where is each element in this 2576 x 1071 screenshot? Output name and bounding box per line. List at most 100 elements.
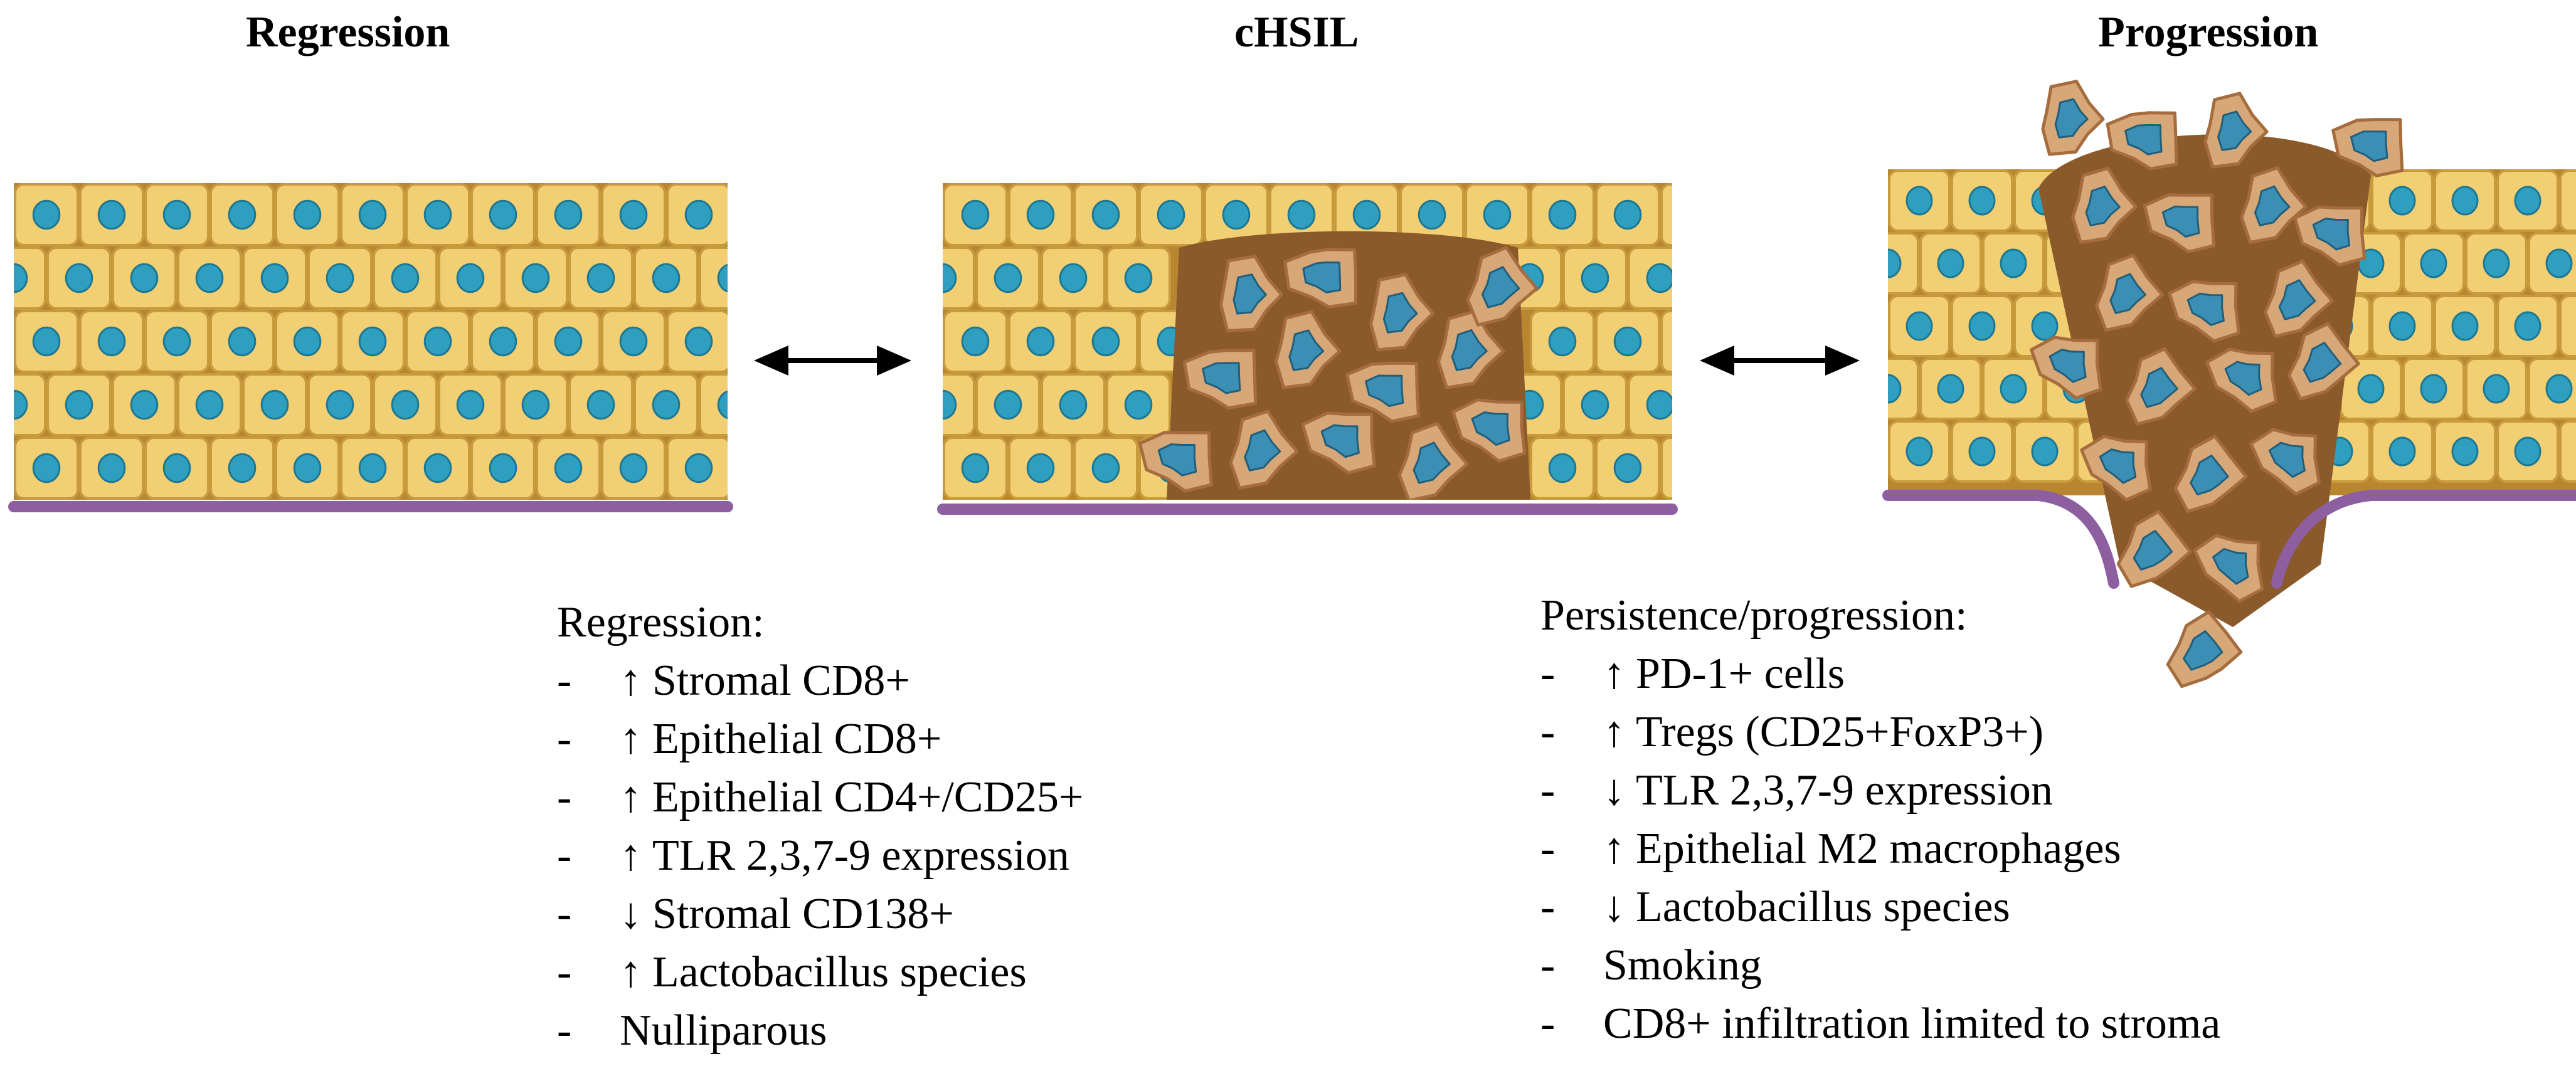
dysplastic-nucleus: [1365, 374, 1404, 408]
basement-membrane: [1882, 490, 2119, 589]
regression-factor-item: -↑Epithelial CD8+: [557, 710, 1084, 768]
progression-list-title: Persistence/progression:: [1540, 591, 1968, 640]
cell-nucleus: [961, 326, 990, 357]
cell-nucleus: [2031, 311, 2059, 341]
cell-nucleus: [2357, 374, 2385, 404]
epithelial-cell: [765, 374, 828, 435]
dysplastic-nucleus: [1157, 443, 1197, 477]
regression-factor-text: Stromal CD8+: [652, 657, 910, 705]
cell-nucleus: [717, 390, 728, 419]
regression-factor-item: -Nulliparous: [557, 1001, 1084, 1060]
cell-nucleus: [897, 201, 923, 228]
cell-nucleus: [751, 454, 777, 482]
cell-nucleus: [326, 263, 354, 293]
cell-nucleus: [2000, 374, 2027, 404]
epithelial-cell: [943, 246, 975, 310]
cell-nucleus: [1026, 199, 1055, 230]
progression-epithelium-panel: [1844, 80, 2576, 688]
list-dash: -: [557, 1006, 572, 1055]
cell-nucleus: [2000, 248, 2027, 278]
list-dash: -: [557, 657, 572, 705]
cell-nucleus: [1680, 327, 1706, 355]
progression-factor-text: TLR 2,3,7-9 expression: [1636, 766, 2053, 815]
up-arrow-icon: ↑: [620, 773, 642, 821]
dysplastic-nucleus: [2278, 279, 2316, 320]
cell-nucleus: [1157, 199, 1185, 230]
cell-nucleus: [897, 327, 923, 355]
arrowhead-left-icon: [1700, 346, 1734, 376]
epithelial-cell: [879, 184, 941, 245]
cell-nucleus: [717, 263, 728, 293]
dysplastic-nucleus: [2133, 530, 2173, 571]
cell-nucleus: [489, 199, 517, 230]
up-arrow-icon: ↑: [620, 657, 642, 705]
progression-heading: Progression: [2098, 8, 2319, 56]
cell-nucleus: [65, 263, 93, 293]
cell-nucleus: [2483, 374, 2510, 404]
list-dash: -: [557, 948, 572, 996]
dysplastic-nucleus: [2224, 361, 2262, 396]
epithelial-cell: [0, 438, 13, 499]
cell-nucleus: [97, 453, 126, 483]
epithelial-cell: [699, 373, 728, 436]
dysplastic-nucleus: [2350, 130, 2388, 162]
cell-nucleus: [2514, 186, 2542, 216]
cell-nucleus: [1968, 186, 1996, 216]
progression-factor-text: PD-1+ cells: [1636, 650, 1845, 698]
cell-nucleus: [2420, 374, 2447, 404]
regression-factor-text: Epithelial CD8+: [652, 715, 942, 763]
cell-nucleus: [961, 453, 990, 483]
cell-nucleus: [391, 263, 420, 293]
cell-nucleus: [1968, 436, 1996, 467]
progression-factor-text: Smoking: [1603, 941, 1762, 989]
cell-nucleus: [1124, 389, 1153, 420]
cell-nucleus: [1483, 199, 1512, 230]
dysplastic-nucleus: [1413, 441, 1451, 484]
up-arrow-icon: ↑: [620, 831, 642, 880]
cell-nucleus: [2451, 311, 2479, 341]
dysplastic-nucleus: [1244, 429, 1281, 472]
up-arrow-icon: ↑: [620, 948, 642, 996]
dysplastic-nucleus: [2085, 186, 2121, 226]
cell-nucleus: [2545, 374, 2573, 404]
dysplastic-nucleus: [2109, 273, 2146, 314]
down-arrow-icon: ↓: [620, 890, 642, 938]
cell-nucleus: [130, 389, 159, 420]
cell-nucleus: [228, 199, 257, 230]
dysplastic-nucleus: [1471, 411, 1510, 446]
cell-nucleus: [14, 263, 28, 293]
cell-nucleus: [326, 389, 354, 420]
cell-nucleus: [994, 263, 1022, 293]
cell-nucleus: [293, 199, 322, 230]
cell-nucleus: [943, 389, 957, 420]
regression-factor-item: -↓Stromal CD138+: [557, 885, 1084, 943]
dysplastic-nucleus: [2140, 367, 2178, 408]
epithelial-cell: [1694, 248, 1757, 309]
cell-nucleus: [1287, 199, 1316, 230]
cell-nucleus: [1712, 391, 1739, 418]
cell-nucleus: [1613, 199, 1642, 230]
cell-nucleus: [2451, 436, 2479, 467]
dysplastic-nucleus: [2217, 110, 2252, 151]
cell-nucleus: [751, 327, 777, 355]
epithelial-cell: [14, 373, 46, 436]
cell-nucleus: [195, 263, 224, 293]
epithelial-cell: [943, 373, 975, 436]
cell-nucleus: [2388, 186, 2416, 216]
dysplastic-nucleus: [1320, 424, 1360, 458]
cell-nucleus: [783, 391, 810, 418]
regression-factor-item: -↑TLR 2,3,7-9 expression: [557, 826, 1084, 885]
dysplastic-nucleus: [2268, 441, 2306, 478]
cell-nucleus: [32, 199, 61, 230]
cell-nucleus: [456, 389, 485, 420]
cell-nucleus: [1844, 312, 1869, 340]
cell-nucleus: [489, 453, 517, 483]
cell-nucleus: [897, 454, 923, 482]
cell-nucleus: [586, 389, 615, 420]
cell-nucleus: [1888, 248, 1902, 278]
dysplastic-nucleus: [2049, 349, 2087, 383]
up-arrow-icon: ↑: [620, 715, 642, 763]
dysplastic-nucleus: [1288, 329, 1325, 371]
